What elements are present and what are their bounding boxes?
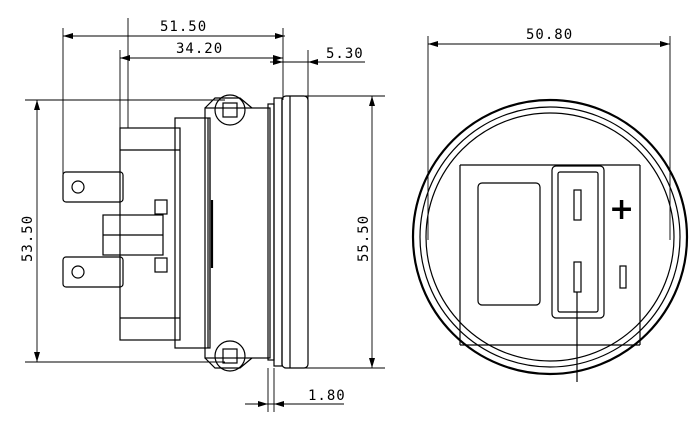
mounting-screw-top (204, 94, 253, 126)
dimension-bezel-depth: 5.30 (270, 46, 365, 100)
dimension-label-1-80: 1.80 (308, 388, 346, 404)
dimension-bezel-height: 55.50 (300, 95, 385, 369)
plus-symbol: + (609, 192, 634, 227)
front-bezel (411, 98, 689, 376)
spade-terminal-lower (62, 256, 124, 288)
socket (551, 165, 605, 382)
dimension-label-53-50: 53.50 (20, 215, 36, 262)
bezel-flange (267, 95, 309, 369)
minus-symbol (619, 265, 627, 289)
dimension-label-34-20: 34.20 (176, 41, 223, 57)
display-window (477, 182, 541, 306)
dimension-label-5-30: 5.30 (326, 46, 364, 62)
dimension-overall-depth: 51.50 (62, 18, 285, 175)
dimension-label-55-50: 55.50 (356, 215, 372, 262)
dimension-front-diameter: 50.80 (427, 27, 671, 240)
dimension-body-depth: 34.20 (119, 28, 284, 128)
dimension-panel-thickness: 1.80 (245, 368, 346, 412)
connector-body (102, 107, 271, 359)
mounting-screw-bottom (204, 340, 253, 372)
side-view: 51.50 34.20 5.30 53.50 (20, 18, 385, 412)
spade-terminal-upper (62, 171, 124, 203)
dimension-body-height: 53.50 (20, 99, 225, 363)
front-view: 50.80 + (411, 27, 689, 382)
dimension-label-50-80: 50.80 (526, 27, 573, 43)
dimension-label-51-50: 51.50 (160, 19, 207, 35)
